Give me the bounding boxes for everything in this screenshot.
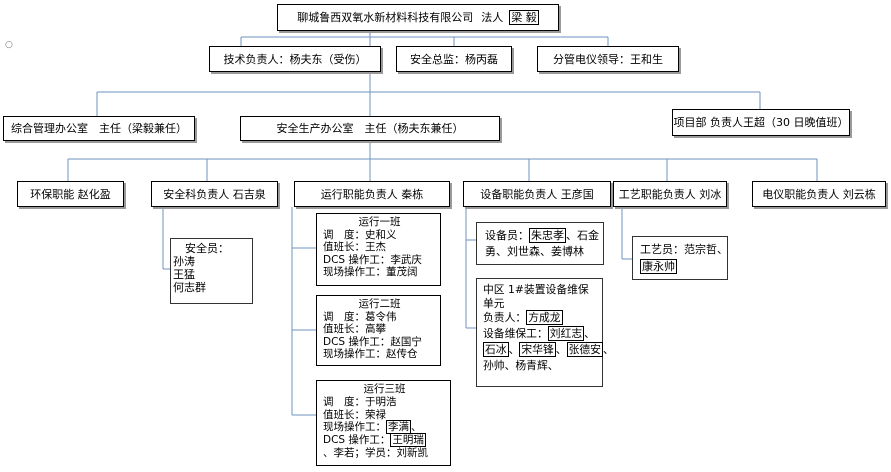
maintenance-worker: 刘红志 bbox=[547, 326, 585, 341]
process-staff-name: 康永帅 bbox=[640, 259, 677, 274]
shift3-rest: 、李若；学员：刘新凯 bbox=[323, 446, 428, 459]
general-office-box: 综合管理办公室 主任（梁毅兼任） bbox=[3, 116, 195, 141]
shift3-dcs-name: 王明瑞 bbox=[390, 433, 426, 448]
shift1-dcs: DCS 操作工：李武庆 bbox=[323, 253, 422, 266]
shift3-title: 运行三班 bbox=[363, 383, 406, 395]
shift3-leader: 值班长：荣禄 bbox=[323, 408, 386, 421]
process-function-text: 工艺职能负责人 刘冰 bbox=[618, 187, 722, 201]
electric-leader-text: 分管电仪领导：王和生 bbox=[553, 52, 663, 66]
tech-leader-text: 技术负责人：杨夫东（受伤） bbox=[223, 52, 367, 66]
safety-staff-name: 王猛 bbox=[173, 268, 195, 281]
shift1-title: 运行一班 bbox=[358, 216, 401, 228]
shift2-field: 现场操作工：赵传仓 bbox=[323, 348, 418, 360]
shift1-field: 现场操作工：董茂阔 bbox=[323, 266, 418, 278]
equipment-staff-line2: 勇、刘世森、姜博林 bbox=[485, 245, 584, 258]
maintenance-title-1: 中区 1#装置设备维保 bbox=[483, 283, 589, 296]
maintenance-worker-line: 设备维保工：刘红志、 bbox=[483, 326, 595, 341]
safety-staff-box: 安全员： 孙涛 王猛 何志群 bbox=[170, 238, 253, 304]
legal-label: 法人 bbox=[481, 11, 504, 24]
equipment-function-text: 设备职能负责人 王彦国 bbox=[480, 187, 594, 201]
equipment-staff-label: 设备员： bbox=[485, 229, 529, 242]
legal-name: 梁 毅 bbox=[509, 10, 539, 25]
safety-chief-box: 安全总监：杨丙磊 bbox=[396, 46, 512, 72]
maintenance-worker-line2: 石冰、宋华锋、张德安、 bbox=[483, 342, 614, 357]
shift3-dispatch: 调 度：于明浩 bbox=[323, 395, 397, 408]
maintenance-worker: 张德安 bbox=[566, 342, 603, 357]
shift2-leader: 值班长：高攀 bbox=[323, 323, 386, 335]
maintenance-owner-line: 负责人：方成龙 bbox=[483, 310, 600, 326]
maintenance-title-2: 单元 bbox=[483, 297, 505, 310]
equipment-staff-line1: 设备员：朱忠孝、石金 bbox=[485, 228, 601, 244]
env-function-box: 环保职能 赵化盈 bbox=[17, 181, 124, 207]
safety-chief-text: 安全总监：杨丙磊 bbox=[410, 52, 498, 66]
shift2-box: 运行二班 调 度：葛令伟 值班长：高攀 DCS 操作工：赵国宁 现场操作工：赵传… bbox=[316, 295, 441, 366]
company-name: 聊城鲁西双氧水新材料科技有限公司 bbox=[297, 11, 474, 24]
maintenance-worker: 宋华锋 bbox=[519, 342, 556, 357]
electric-function-text: 电仪职能负责人 刘云栋 bbox=[762, 187, 876, 201]
safety-staff-name: 何志群 bbox=[173, 281, 206, 294]
shift2-title: 运行二班 bbox=[358, 298, 401, 310]
maintenance-owner-name: 方成龙 bbox=[526, 310, 563, 325]
shift2-dcs: DCS 操作工：赵国宁 bbox=[323, 335, 422, 348]
maintenance-unit-box: 中区 1#装置设备维保 单元 负责人：方成龙 设备维保工：刘红志、 石冰、宋华锋… bbox=[476, 278, 614, 387]
equipment-function-box: 设备职能负责人 王彦国 bbox=[463, 181, 611, 207]
shift3-dcs-line: DCS 操作工：王明瑞 bbox=[323, 433, 446, 448]
process-staff-box: 工艺员：范宗哲、 康永帅 bbox=[632, 236, 728, 280]
company-legal-box: 聊城鲁西双氧水新材料科技有限公司 法人 梁 毅 bbox=[277, 4, 559, 31]
operation-function-text: 运行职能负责人 秦栋 bbox=[320, 187, 424, 201]
tech-leader-box: 技术负责人：杨夫东（受伤） bbox=[209, 46, 381, 72]
safety-office-box: 安全生产办公室 主任（杨夫东兼任） bbox=[240, 116, 500, 141]
equipment-staff-name: 朱忠孝 bbox=[529, 228, 566, 243]
safety-staff-title: 安全员： bbox=[185, 242, 229, 255]
safety-staff-name: 孙涛 bbox=[173, 255, 195, 268]
shift1-dispatch: 调 度：史和义 bbox=[323, 228, 397, 241]
electric-leader-box: 分管电仪领导：王和生 bbox=[537, 46, 679, 72]
electric-function-box: 电仪职能负责人 刘云栋 bbox=[752, 181, 886, 207]
process-function-box: 工艺职能负责人 刘冰 bbox=[613, 181, 727, 207]
maintenance-worker-label: 设备维保工： bbox=[483, 327, 548, 340]
shift3-field-label: 现场操作工： bbox=[323, 421, 386, 434]
safety-dept-text: 安全科负责人 石吉泉 bbox=[163, 187, 266, 201]
safety-dept-box: 安全科负责人 石吉泉 bbox=[151, 181, 278, 207]
shift3-field-name: 李满 bbox=[386, 420, 411, 435]
small-circle-mark: ○ bbox=[5, 40, 13, 50]
safety-office-text: 安全生产办公室 主任（杨夫东兼任） bbox=[276, 122, 464, 135]
process-staff-label: 工艺员：范宗哲、 bbox=[640, 243, 728, 256]
shift1-leader: 值班长：王杰 bbox=[323, 241, 386, 253]
shift3-dcs-label: DCS 操作工： bbox=[323, 434, 391, 447]
maintenance-last-line: 孙帅、杨青辉、 bbox=[483, 359, 559, 372]
process-staff-name-line: 康永帅 bbox=[640, 258, 725, 275]
shift1-box: 运行一班 调 度：史和义 值班长：王杰 DCS 操作工：李武庆 现场操作工：董茂… bbox=[316, 213, 441, 286]
shift3-field-line: 现场操作工：李满、 bbox=[323, 420, 422, 435]
project-dept-box: 项目部 负责人王超（30 日晚值班） bbox=[672, 109, 850, 136]
project-dept-text: 项目部 负责人王超（30 日晚值班） bbox=[673, 116, 849, 129]
shift3-box: 运行三班 调 度：于明浩 值班长：荣禄 现场操作工：李满、 DCS 操作工：王明… bbox=[316, 380, 451, 466]
maintenance-owner-label: 负责人： bbox=[483, 311, 527, 324]
env-function-text: 环保职能 赵化盈 bbox=[30, 187, 111, 201]
operation-function-box: 运行职能负责人 秦栋 bbox=[294, 181, 450, 207]
shift2-dispatch: 调 度：葛令伟 bbox=[323, 310, 397, 323]
general-office-text: 综合管理办公室 主任（梁毅兼任） bbox=[11, 122, 187, 135]
equipment-staff-box: 设备员：朱忠孝、石金 勇、刘世森、姜博林 bbox=[476, 222, 604, 265]
equipment-staff-after: 、石金 bbox=[566, 229, 599, 242]
maintenance-worker: 石冰 bbox=[483, 342, 509, 357]
